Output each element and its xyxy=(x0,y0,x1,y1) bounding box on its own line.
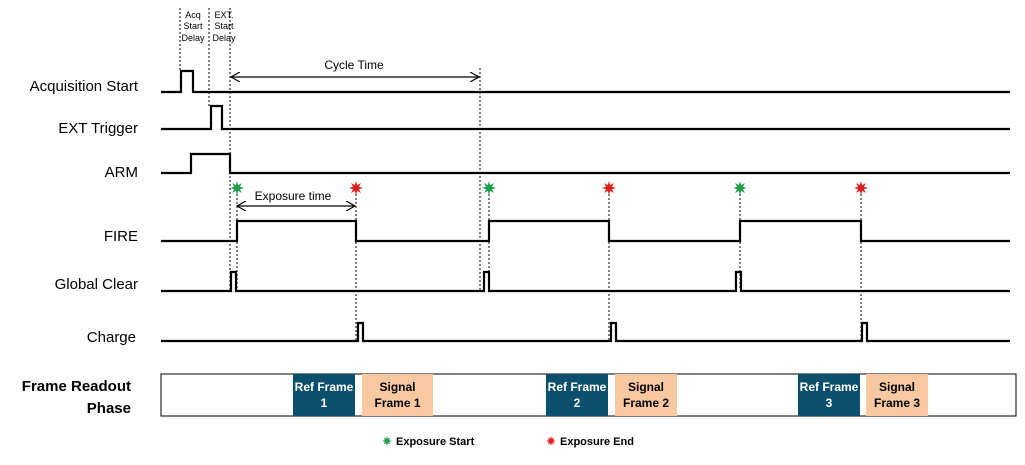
cycle-time-annotation: Cycle Time xyxy=(232,58,478,77)
acq-start-delay-label: Acq Start Delay xyxy=(181,10,205,43)
legend-exposure-start-icon xyxy=(382,436,392,446)
signal-label-ext-trigger: EXT Trigger xyxy=(58,120,138,137)
exposure-start-marker-2 xyxy=(482,181,496,195)
acq-delay-line-1: Acq xyxy=(185,10,201,20)
signal-label-global-clear: Global Clear xyxy=(55,276,138,293)
ref-frame-3-label-line-2: 3 xyxy=(826,396,833,410)
ref-frame-2-label-line-1: Ref Frame xyxy=(548,380,607,394)
ref-frame-1-label-line-2: 1 xyxy=(321,396,328,410)
exposure-start-marker-1 xyxy=(230,181,244,195)
signal-label-charge: Charge xyxy=(87,329,136,346)
acq-delay-line-3: Delay xyxy=(181,33,205,43)
signal-label-fire: FIRE xyxy=(104,228,138,245)
signal-frame-2-label-line-1: Signal xyxy=(628,380,664,394)
exposure-end-star-icon xyxy=(546,436,556,446)
signal-label-arm: ARM xyxy=(105,164,138,181)
ref-frame-3: Ref Frame 3 xyxy=(798,374,860,416)
ref-frame-1: Ref Frame 1 xyxy=(293,374,355,416)
signal-frame-2-box xyxy=(615,374,677,416)
legend-exposure-end-label: Exposure End xyxy=(560,436,634,448)
signal-frame-1-label-line-1: Signal xyxy=(379,380,415,394)
acq-delay-line-2: Start xyxy=(183,21,203,31)
waveform-acquisition-start xyxy=(161,69,1010,94)
ref-frame-3-label-line-1: Ref Frame xyxy=(800,380,859,394)
phase-label-line-2: Phase xyxy=(87,400,131,417)
exposure-markers xyxy=(230,181,868,195)
cycle-time-label: Cycle Time xyxy=(324,58,384,72)
signal-frame-1-box xyxy=(362,374,433,416)
ref-frame-1-box xyxy=(293,374,355,416)
signal-frame-1-label-line-2: Frame 1 xyxy=(374,396,420,410)
waveform-charge xyxy=(161,321,1010,343)
waveform-ext-trigger xyxy=(161,104,1010,131)
ref-frame-2: Ref Frame 2 xyxy=(546,374,608,416)
signal-frame-2-label-line-2: Frame 2 xyxy=(623,396,669,410)
waveform-global-clear xyxy=(161,270,1010,293)
legend-exposure-end-icon xyxy=(546,436,556,446)
exposure-time-annotation: Exposure time xyxy=(238,189,354,206)
ext-delay-line-3: Delay xyxy=(212,33,236,43)
waveform-fire xyxy=(161,219,1010,243)
ref-frame-2-box xyxy=(546,374,608,416)
signal-frame-3-label-line-1: Signal xyxy=(879,380,915,394)
signal-frame-3-label-line-2: Frame 3 xyxy=(874,396,920,410)
ref-frame-1-label-line-1: Ref Frame xyxy=(295,380,354,394)
legend-exposure-start-label: Exposure Start xyxy=(396,436,475,448)
ref-frame-3-box xyxy=(798,374,860,416)
waveform-arm xyxy=(161,152,1010,175)
ext-delay-line-1: EXT. xyxy=(214,10,233,20)
ext-delay-line-2: Start xyxy=(214,21,234,31)
exposure-end-marker-1 xyxy=(349,181,363,195)
signal-label-acquisition-start: Acquisition Start xyxy=(30,78,139,95)
exposure-end-marker-2 xyxy=(602,181,616,195)
exposure-end-marker-3 xyxy=(854,181,868,195)
legend: Exposure Start Exposure End xyxy=(382,436,634,448)
ref-frame-2-label-line-2: 2 xyxy=(574,396,581,410)
exposure-start-star-icon xyxy=(382,436,392,446)
exposure-time-label: Exposure time xyxy=(255,189,332,203)
ext-start-delay-label: EXT. Start Delay xyxy=(212,10,236,43)
exposure-start-marker-3 xyxy=(733,181,747,195)
signal-frame-3-box xyxy=(866,374,928,416)
phase-label-line-1: Frame Readout xyxy=(22,378,131,395)
